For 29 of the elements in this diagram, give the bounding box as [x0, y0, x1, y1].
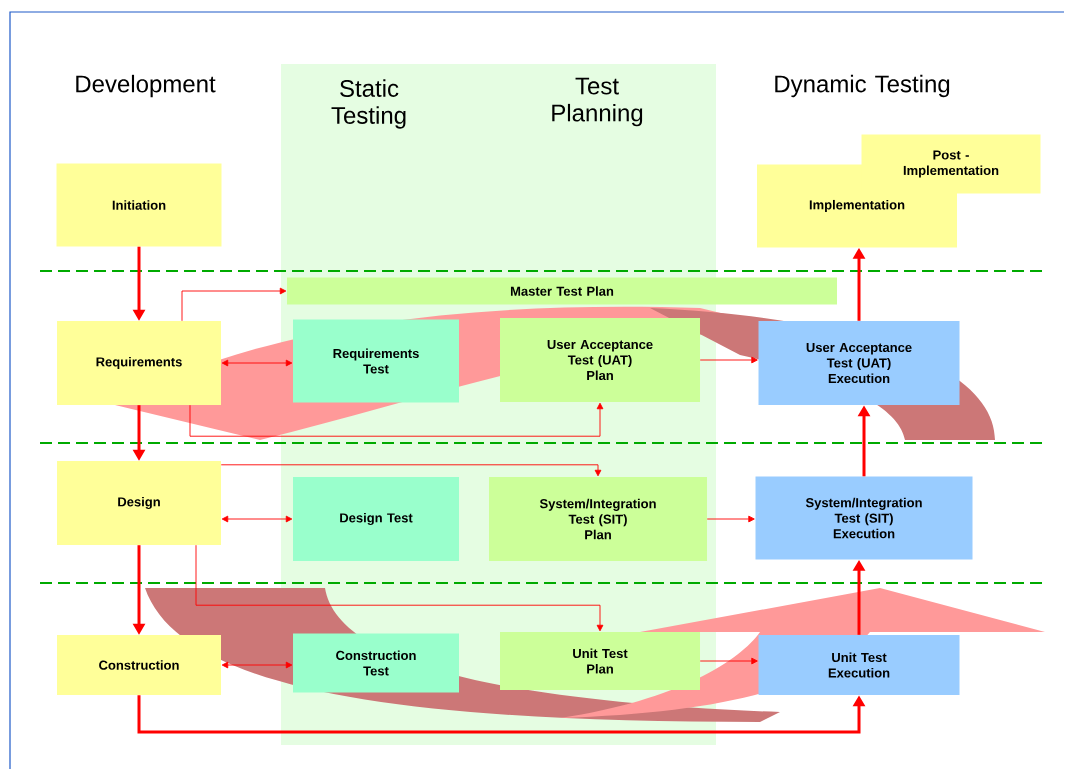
process-box: Master Test Plan [287, 277, 837, 305]
process-box: Requirements [57, 321, 221, 405]
arrow [181, 287, 287, 322]
arrow [699, 356, 758, 364]
process-box: User Acceptance Test (UAT) Execution [758, 321, 960, 405]
process-box: Post - Implementation [861, 134, 1041, 194]
arrow [221, 359, 293, 367]
process-box: Construction [57, 635, 221, 695]
process-box: Unit Test Execution [758, 635, 960, 695]
process-box: Unit Test Plan [500, 632, 700, 690]
column-heading: Development [76, 74, 216, 98]
column-heading: Static Testing [331, 79, 406, 129]
arrow [220, 464, 602, 477]
process-box: Construction Test [293, 633, 459, 693]
process-box: Requirements Test [293, 319, 459, 403]
process-box: Design Test [293, 477, 459, 561]
arrow [699, 657, 758, 665]
process-box: User Acceptance Test (UAT) Plan [500, 318, 700, 402]
process-box: System/Integration Test (SIT) Execution [755, 476, 973, 560]
arrow [221, 515, 293, 523]
process-box: System/Integration Test (SIT) Plan [489, 477, 707, 561]
arrow [189, 402, 604, 437]
column-heading: Dynamic Testing [775, 74, 950, 98]
arrow [195, 544, 604, 632]
arrow [221, 661, 293, 669]
arrow [706, 515, 755, 523]
process-box: Initiation [56, 163, 222, 247]
column-heading: Test Planning [552, 77, 643, 127]
process-box: Design [57, 461, 221, 545]
